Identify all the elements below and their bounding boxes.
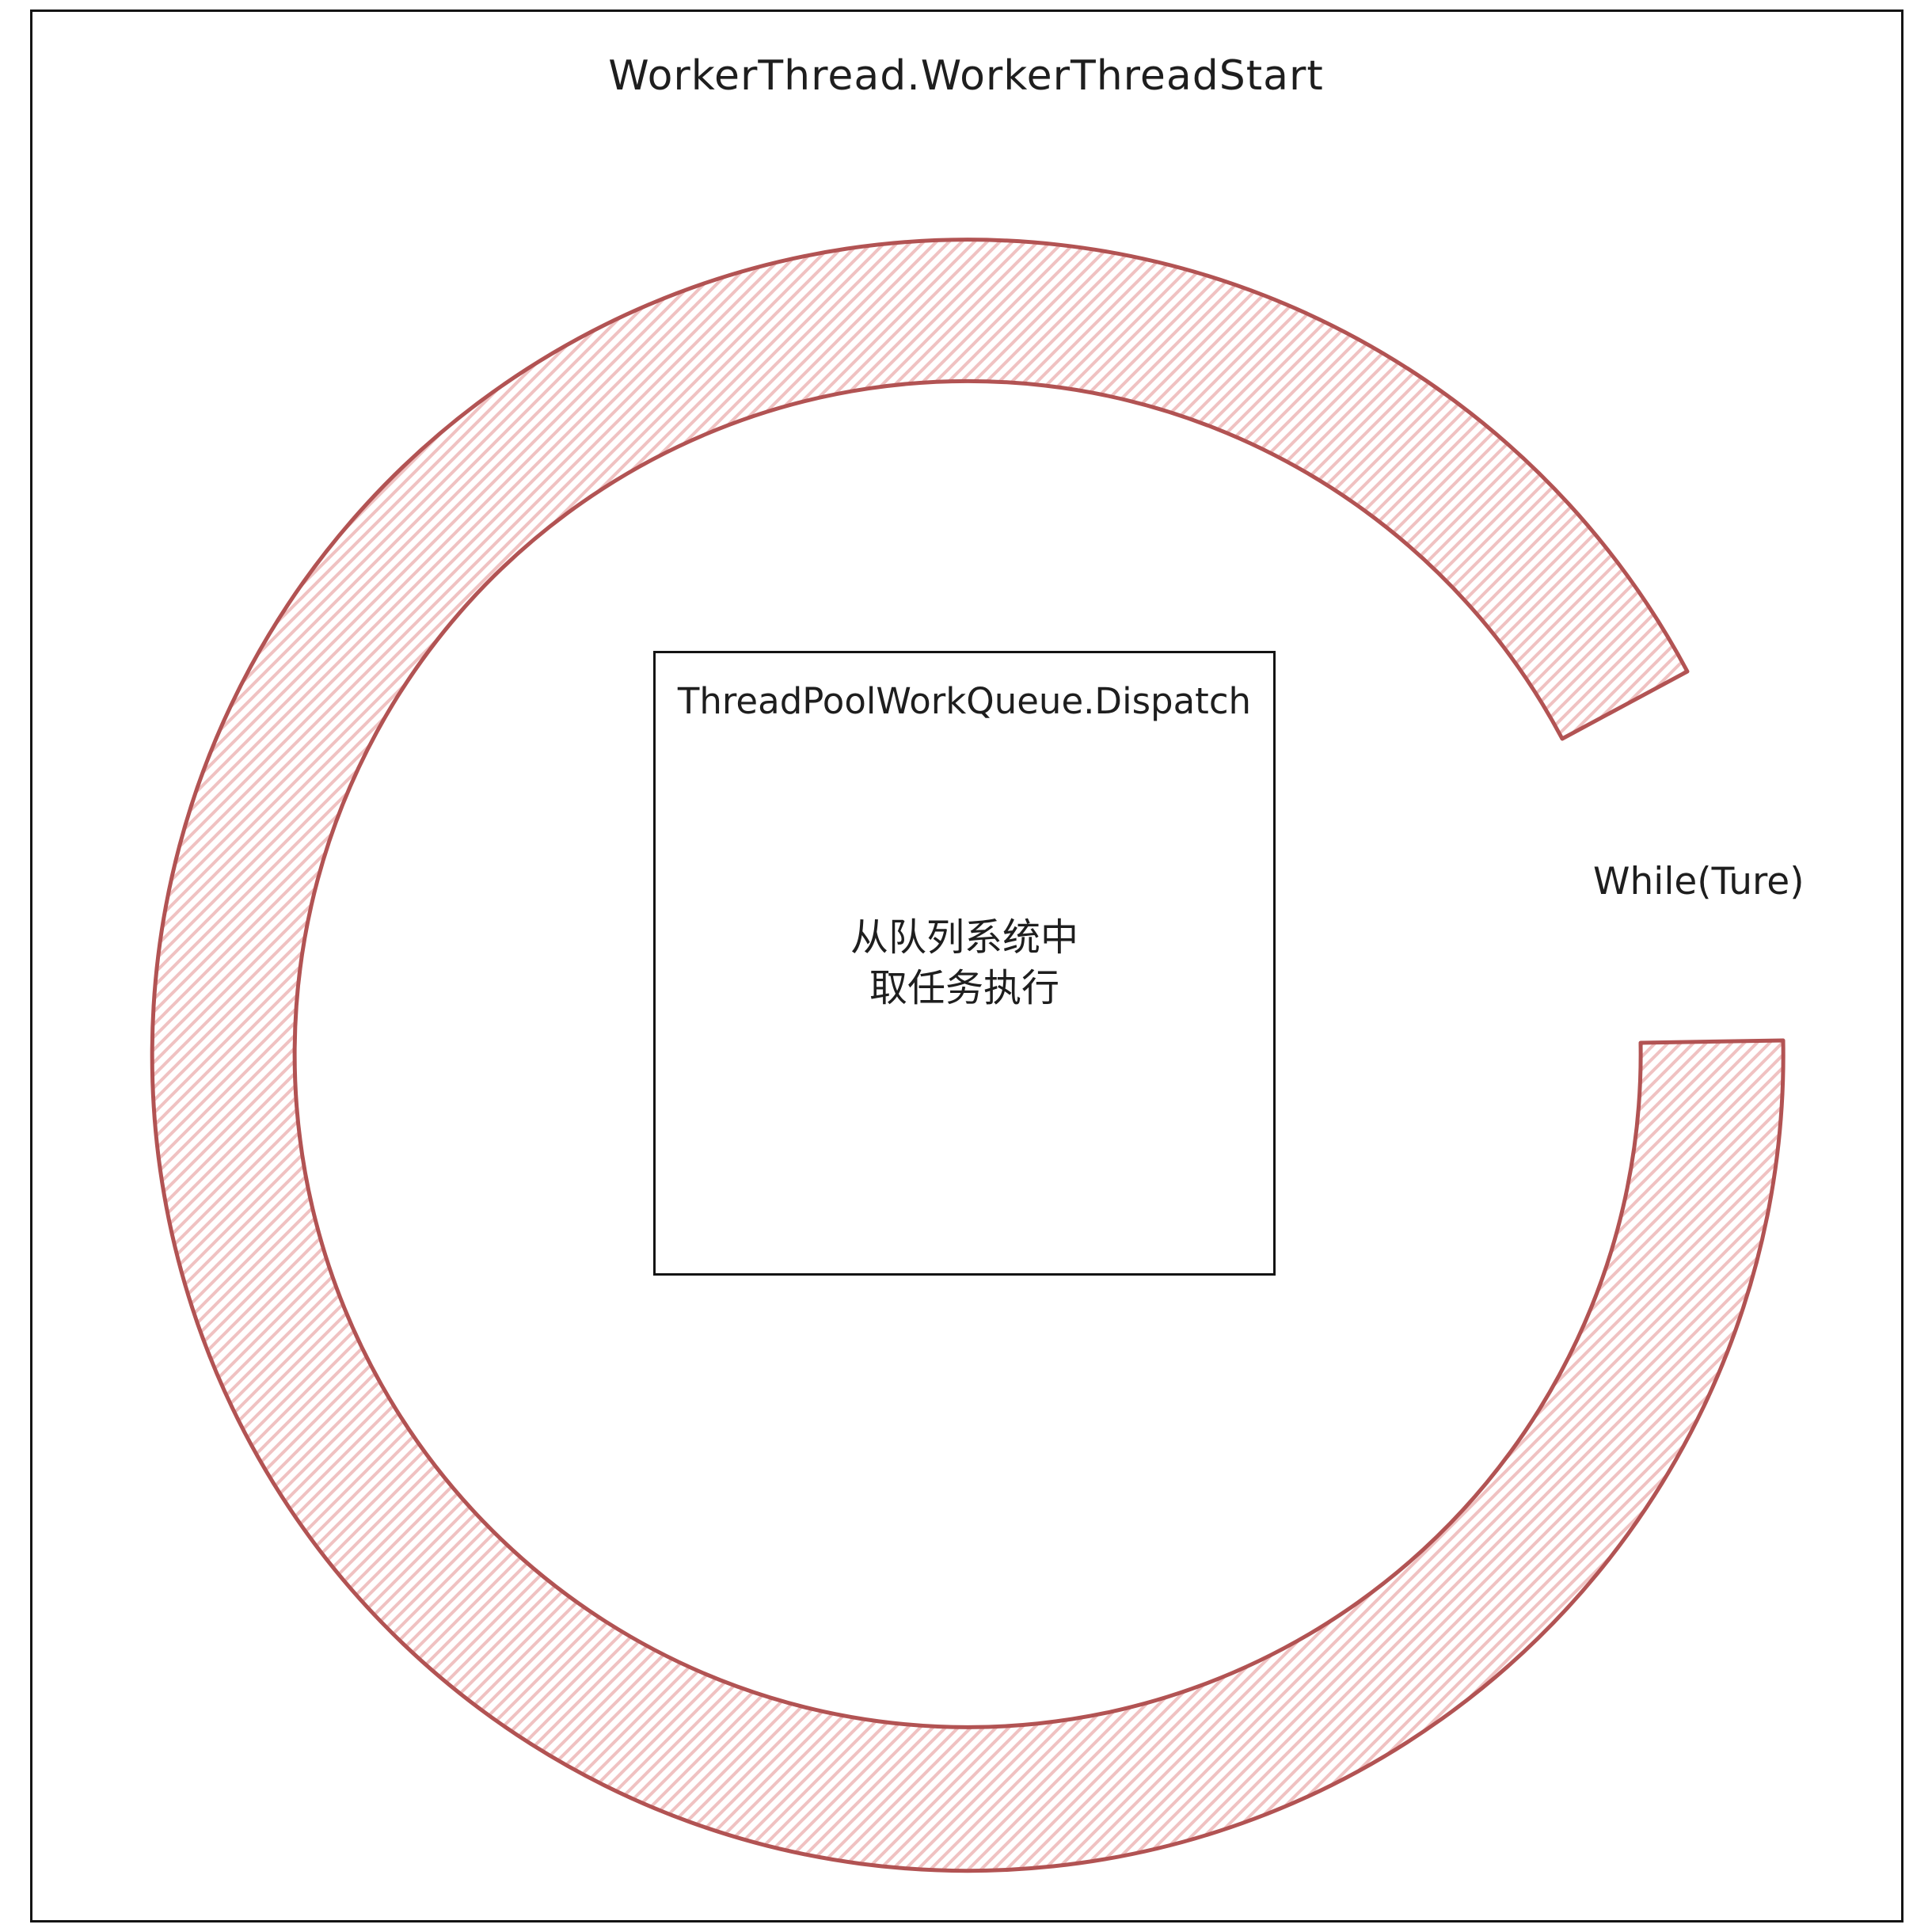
dispatch-box-body-line2: 取任务执行 [869,966,1059,1011]
while-loop-label: While(Ture) [1593,860,1805,903]
dispatch-box: ThreadPoolWorkQueue.Dispatch 从队列系统中 取任务执… [653,651,1276,1276]
canvas-border [30,10,1903,1922]
diagram-title: WorkerThread.WorkerThreadStart [608,52,1324,100]
while-loop-arc [150,238,1786,1873]
dispatch-box-body: 从队列系统中 取任务执行 [656,912,1273,1015]
dispatch-box-title: ThreadPoolWorkQueue.Dispatch [677,680,1252,722]
dispatch-box-body-line1: 从队列系统中 [850,915,1078,960]
